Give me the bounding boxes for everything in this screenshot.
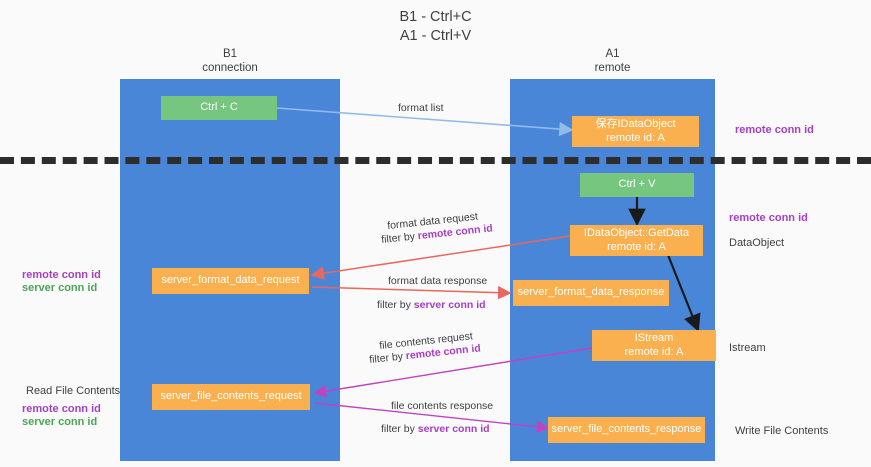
box-server-format-data-response[interactable]: server_format_data_response <box>513 280 669 306</box>
box-ctrl-v[interactable]: Ctrl + V <box>580 173 694 197</box>
filter-prefix: filter by <box>381 423 418 435</box>
edge-label-format-data-response-filter: filter by server conn id <box>377 298 486 312</box>
box-server-file-contents-response[interactable]: server_file_contents_response <box>548 417 705 443</box>
edge-label-file-contents-response: file contents response <box>391 400 494 412</box>
lane-header-a1: A1 remote <box>594 48 631 74</box>
filter-key: server conn id <box>413 299 486 311</box>
edge-label-format-data-response: format data response <box>388 275 488 287</box>
label-left-remote-conn-id-2: remote conn id <box>22 403 101 415</box>
label-left-remote-conn-id: remote conn id <box>22 269 101 281</box>
box-idataobject-getdata[interactable]: IDataObject::GetData remote id: A <box>570 225 703 256</box>
filter-prefix: filter by <box>380 230 419 247</box>
label-dataobject: DataObject <box>729 237 785 249</box>
label-remote-conn-id-mid: remote conn id <box>729 212 808 224</box>
filter-prefix: filter by <box>377 299 414 311</box>
lane-header-b1: B1 connection <box>202 48 258 74</box>
phase-divider <box>0 157 871 164</box>
box-istream[interactable]: IStream remote id: A <box>592 330 716 361</box>
filter-key: server conn id <box>417 423 490 435</box>
label-write-file-contents: Write File Contents <box>735 425 829 437</box>
box-server-format-data-request[interactable]: server_format_data_request <box>152 268 309 294</box>
box-idataobject[interactable]: 保存IDataObject remote id: A <box>572 116 699 147</box>
edge-label-file-contents-response-filter: filter by server conn id <box>381 422 490 436</box>
page-title: B1 - Ctrl+C A1 - Ctrl+V <box>399 9 472 44</box>
label-left-server-conn-id: server conn id <box>22 282 98 294</box>
label-remote-conn-id-top: remote conn id <box>735 124 814 136</box>
label-istream: Istream <box>729 342 766 354</box>
filter-prefix: filter by <box>368 350 407 367</box>
edge-label-format-list: format list <box>398 102 444 114</box>
label-left-server-conn-id-2: server conn id <box>22 416 98 428</box>
label-read-file-contents: Read File Contents <box>26 385 121 397</box>
box-server-file-contents-request[interactable]: server_file_contents_request <box>152 384 310 410</box>
box-ctrl-c[interactable]: Ctrl + C <box>161 96 277 120</box>
